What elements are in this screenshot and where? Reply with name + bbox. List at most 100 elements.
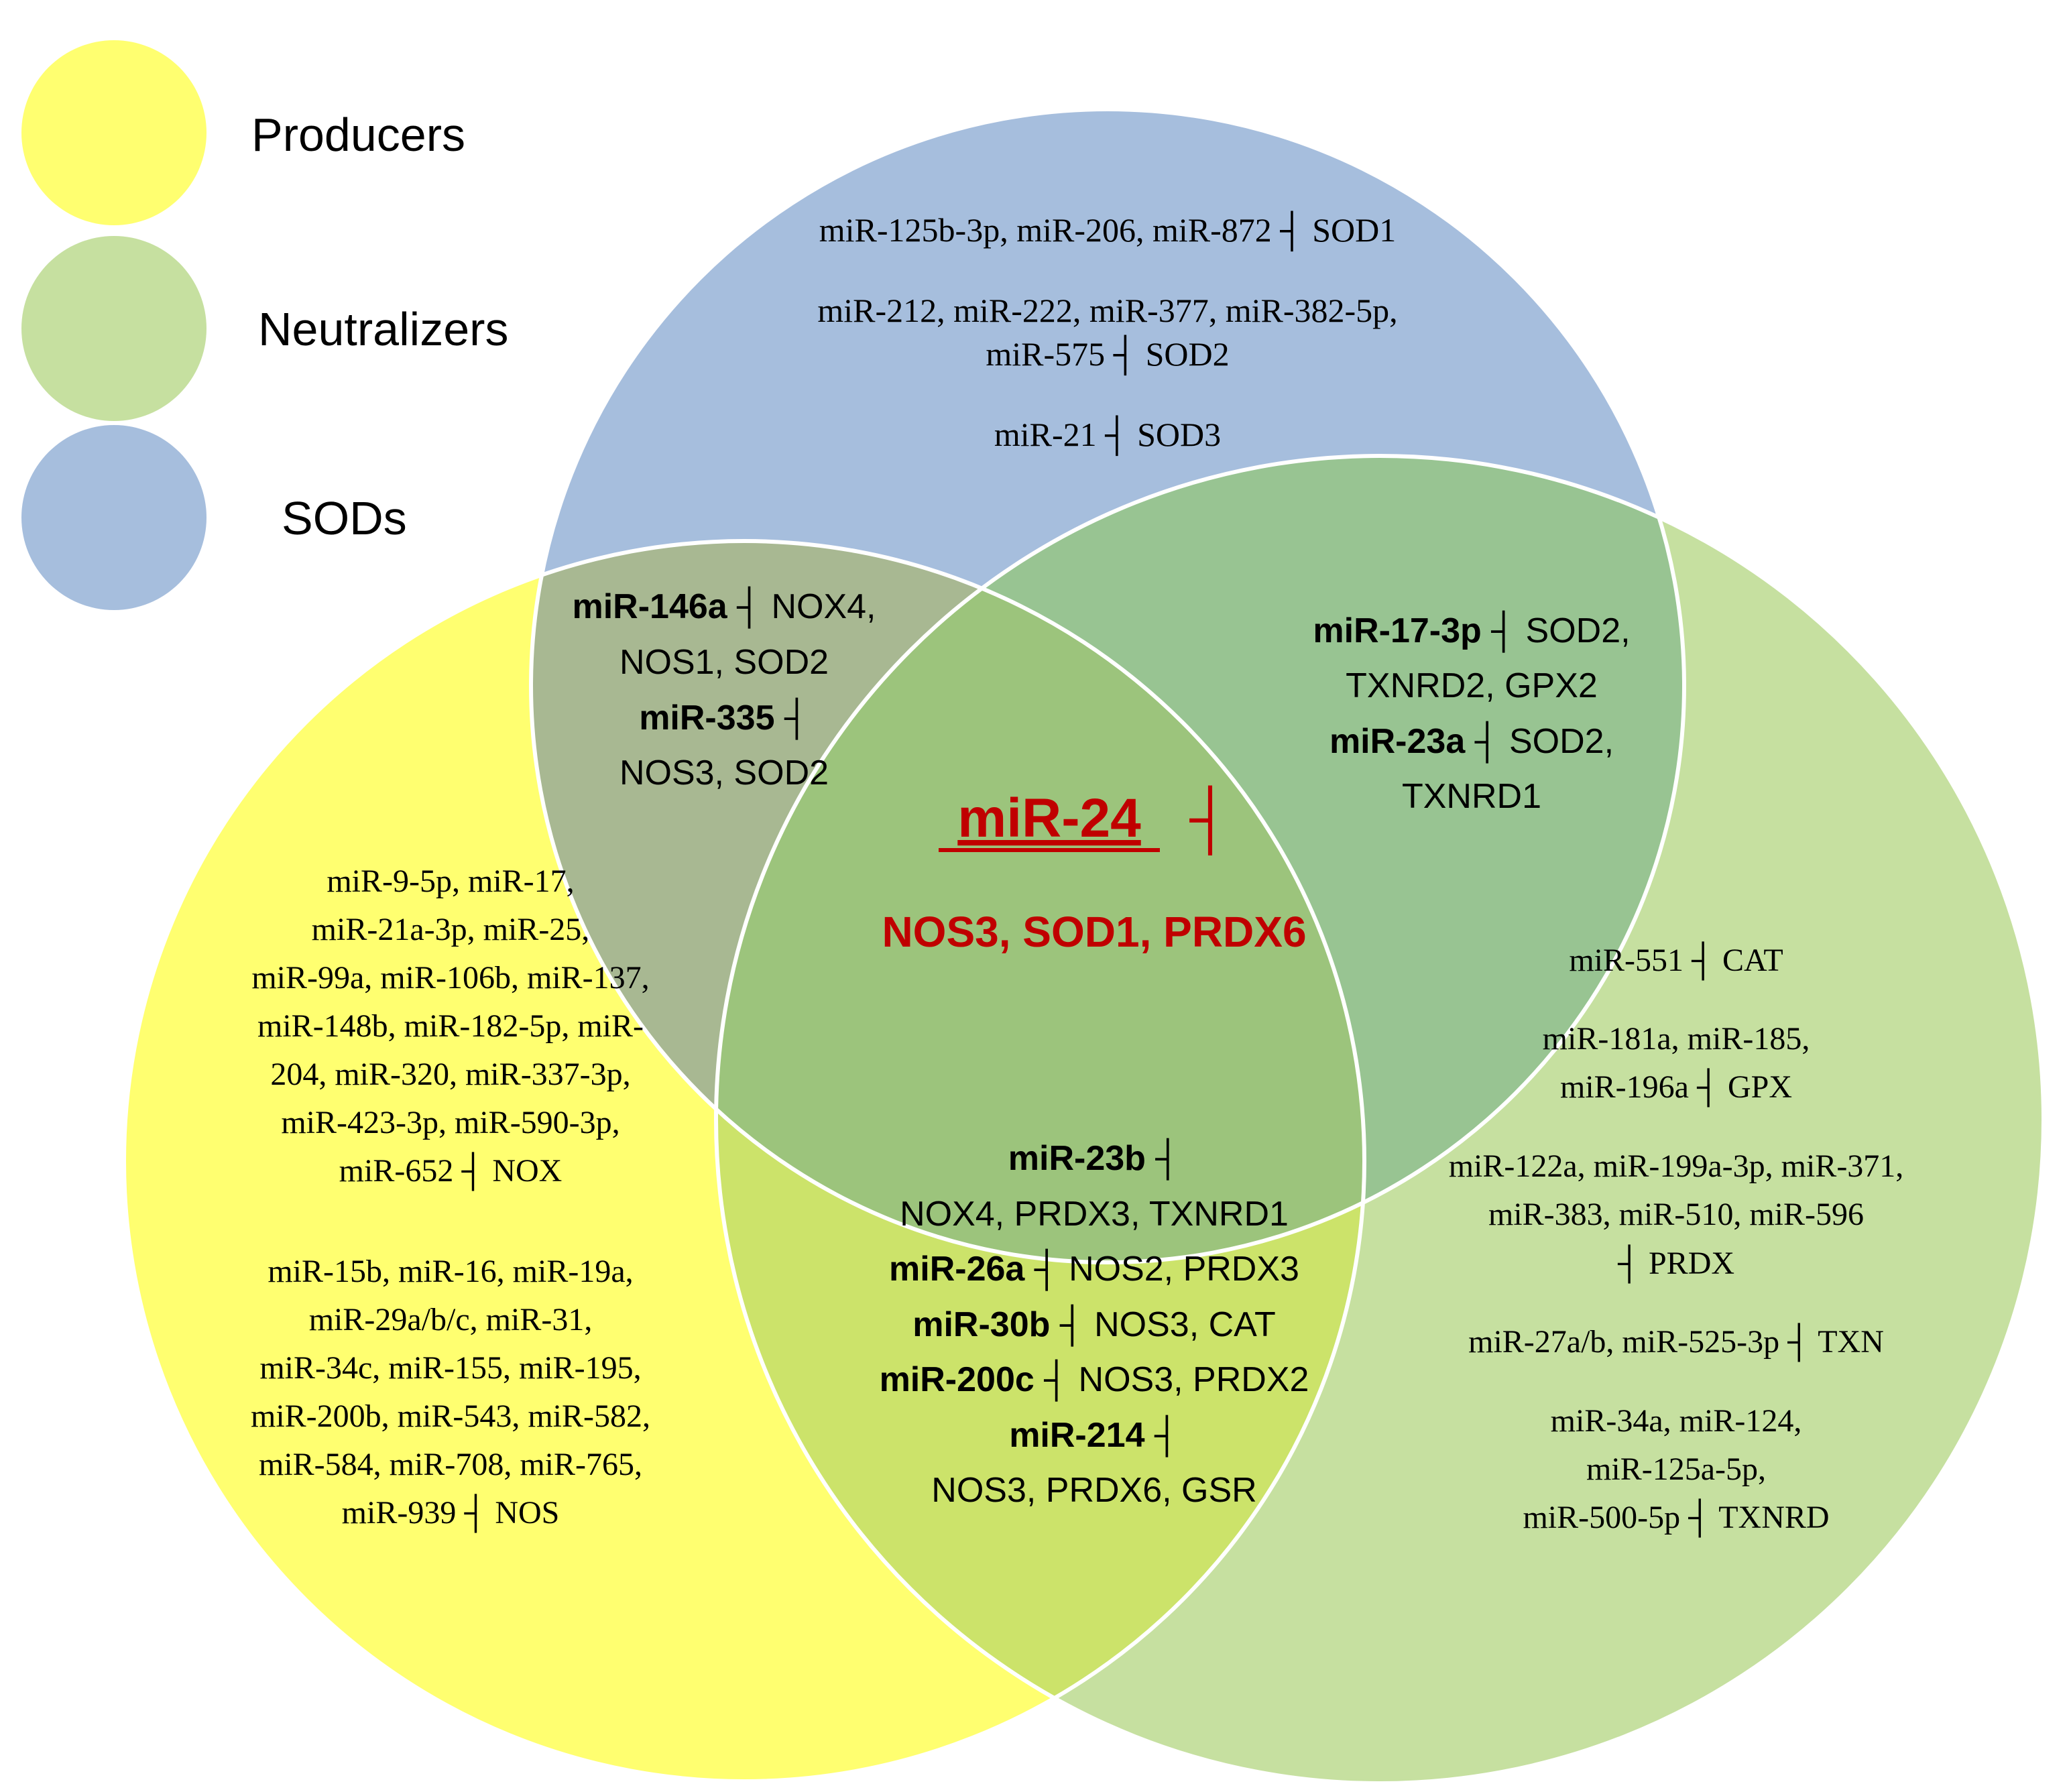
region-line: miR-181a, miR-185,: [1543, 1021, 1810, 1057]
region-text: TXNRD2, GPX2: [1346, 666, 1598, 705]
yellow-circle-icon: [21, 40, 206, 225]
region-line: miR-26a ┤ NOS2, PRDX3: [889, 1248, 1299, 1291]
legend-item-producers: Producers: [21, 40, 465, 225]
region-text: miR-27a/b, miR-525-3p ┤ TXN: [1468, 1323, 1884, 1362]
region-text: miR-584, miR-708, miR-765,: [259, 1447, 642, 1482]
region-line: miR-196a ┤ GPX: [1560, 1068, 1792, 1108]
region-line: miR-23a ┤ SOD2,: [1329, 721, 1614, 764]
region-text: NOS3, SOD2: [619, 754, 829, 792]
region-line: NOS1, SOD2: [619, 643, 829, 682]
legend-label: Neutralizers: [258, 303, 508, 355]
region-line: miR-423-3p, miR-590-3p,: [281, 1105, 619, 1140]
region-text: ┤ NOX4,: [727, 586, 876, 629]
region-line: NOS3, SOD2: [619, 754, 829, 792]
region-text: ┤ PRDX: [1617, 1244, 1734, 1284]
legend-item-sods: SODs: [21, 425, 407, 610]
region-text: miR-34a, miR-124,: [1551, 1403, 1802, 1439]
mirna-name: miR-146a: [572, 587, 727, 626]
region-line: TXNRD2, GPX2: [1346, 666, 1598, 705]
region-line: NOX4, PRDX3, TXNRD1: [900, 1195, 1289, 1234]
neutralizers-only-region: miR-551 ┤ CAT miR-181a, miR-185, miR-196a …: [1449, 941, 1904, 1538]
region-line: miR-214 ┤: [1009, 1415, 1179, 1457]
region-line: NOS3, PRDX6, GSR: [931, 1471, 1256, 1510]
region-line: miR-23b ┤: [1008, 1138, 1180, 1181]
region-text: miR-148b, miR-182-5p, miR-: [257, 1008, 644, 1044]
region-text: miR-500-5p ┤ TXNRD: [1523, 1498, 1829, 1538]
region-line: miR-9-5p, miR-17,: [327, 863, 574, 899]
center-targets: NOS3, SOD1, PRDX6: [882, 908, 1306, 956]
center-overlap: [716, 541, 1364, 1262]
region-line: TXNRD1: [1402, 777, 1541, 816]
region-text: miR-181a, miR-185,: [1543, 1021, 1810, 1057]
region-text: miR-423-3p, miR-590-3p,: [281, 1105, 619, 1140]
neutralizers-outline: [714, 454, 2046, 1785]
region-text: miR-9-5p, miR-17,: [327, 863, 574, 899]
producers-neutralizers-region: miR-23b ┤ NOX4, PRDX3, TXNRD1 miR-26a ┤ NO…: [880, 1138, 1309, 1510]
mirna-name: miR-30b: [912, 1305, 1050, 1344]
region-line: miR-575 ┤ SOD2: [986, 335, 1229, 376]
center-region: miR-24 ┤ NOS3, SOD1, PRDX6: [882, 785, 1306, 956]
legend: Producers Neutralizers SODs: [21, 40, 508, 610]
region-text: miR-652 ┤ NOX: [339, 1152, 563, 1191]
region-line: miR-212, miR-222, miR-377, miR-382-5p,: [817, 292, 1397, 329]
region-line: miR-17-3p ┤ SOD2,: [1313, 610, 1630, 653]
region-text: ┤ SOD2,: [1465, 721, 1614, 764]
green-circle-icon: [21, 236, 206, 421]
region-text: miR-122a, miR-199a-3p, miR-371,: [1449, 1148, 1904, 1184]
svg-text:miR-9-5p, miR-17,miR-21a-3p, m: miR-9-5p, miR-17, miR-21a-3p, miR-25, miR-…: [251, 863, 650, 1533]
region-line: miR-99a, miR-106b, miR-137,: [251, 960, 649, 996]
region-line: miR-584, miR-708, miR-765,: [259, 1447, 642, 1482]
sods-outline: [529, 107, 1686, 1264]
region-line: 204, miR-320, miR-337-3p,: [270, 1057, 630, 1092]
region-line: miR-200b, miR-543, miR-582,: [251, 1398, 650, 1434]
region-line: miR-34a, miR-124,: [1551, 1403, 1802, 1439]
region-text: miR-551 ┤ CAT: [1569, 941, 1783, 981]
region-text: TXNRD1: [1402, 777, 1541, 816]
region-line: miR-21a-3p, miR-25,: [312, 912, 590, 947]
region-line: miR-27a/b, miR-525-3p ┤ TXN: [1468, 1323, 1884, 1362]
region-line: miR-15b, miR-16, miR-19a,: [268, 1254, 633, 1289]
legend-item-neutralizers: Neutralizers: [21, 236, 508, 421]
mirna-name: miR-214: [1009, 1416, 1144, 1455]
region-text: miR-200b, miR-543, miR-582,: [251, 1398, 650, 1434]
region-text: NOX4, PRDX3, TXNRD1: [900, 1195, 1289, 1234]
blue-circle-icon: [21, 425, 206, 610]
region-line: miR-125b-3p, miR-206, miR-872 ┤ SOD1: [819, 211, 1396, 252]
center-inhibit-symbol: ┤: [1189, 785, 1231, 856]
region-text: ┤ NOS3, CAT: [1050, 1304, 1275, 1347]
region-line: miR-125a-5p,: [1586, 1451, 1766, 1487]
producers-outline: [122, 539, 1366, 1783]
mirna-name: miR-23b: [1008, 1139, 1146, 1178]
region-text: NOS3, PRDX6, GSR: [931, 1471, 1256, 1510]
region-line: miR-939 ┤ NOS: [342, 1494, 560, 1533]
center-mirna: miR-24: [957, 788, 1141, 849]
region-line: miR-148b, miR-182-5p, miR-: [257, 1008, 644, 1044]
region-text: miR-196a ┤ GPX: [1560, 1068, 1792, 1108]
region-text: ┤ NOS3, PRDX2: [1034, 1359, 1309, 1402]
region-text: 204, miR-320, miR-337-3p,: [270, 1057, 630, 1092]
region-text: miR-125a-5p,: [1586, 1451, 1766, 1487]
svg-text:miR-125b-3p, miR-206, miR-872: miR-125b-3p, miR-206, miR-872 ┤ SOD1 miR-…: [817, 211, 1397, 457]
region-line: miR-34c, miR-155, miR-195,: [259, 1350, 641, 1386]
region-line: miR-383, miR-510, miR-596: [1488, 1197, 1864, 1232]
region-text: miR-575 ┤ SOD2: [986, 335, 1229, 376]
region-line: miR-500-5p ┤ TXNRD: [1523, 1498, 1829, 1538]
region-text: miR-29a/b/c, miR-31,: [309, 1302, 593, 1337]
region-line: miR-122a, miR-199a-3p, miR-371,: [1449, 1148, 1904, 1184]
region-line: miR-30b ┤ NOS3, CAT: [912, 1304, 1276, 1347]
region-line: miR-551 ┤ CAT: [1569, 941, 1783, 981]
mirna-name: miR-23a: [1329, 722, 1466, 761]
region-line: ┤ PRDX: [1617, 1244, 1734, 1284]
region-text: ┤: [1146, 1138, 1180, 1181]
region-text: ┤: [1145, 1415, 1179, 1457]
region-text: ┤ SOD2,: [1482, 610, 1631, 653]
region-text: miR-939 ┤ NOS: [342, 1494, 560, 1533]
region-line: miR-652 ┤ NOX: [339, 1152, 563, 1191]
mirna-name: miR-17-3p: [1313, 611, 1481, 650]
